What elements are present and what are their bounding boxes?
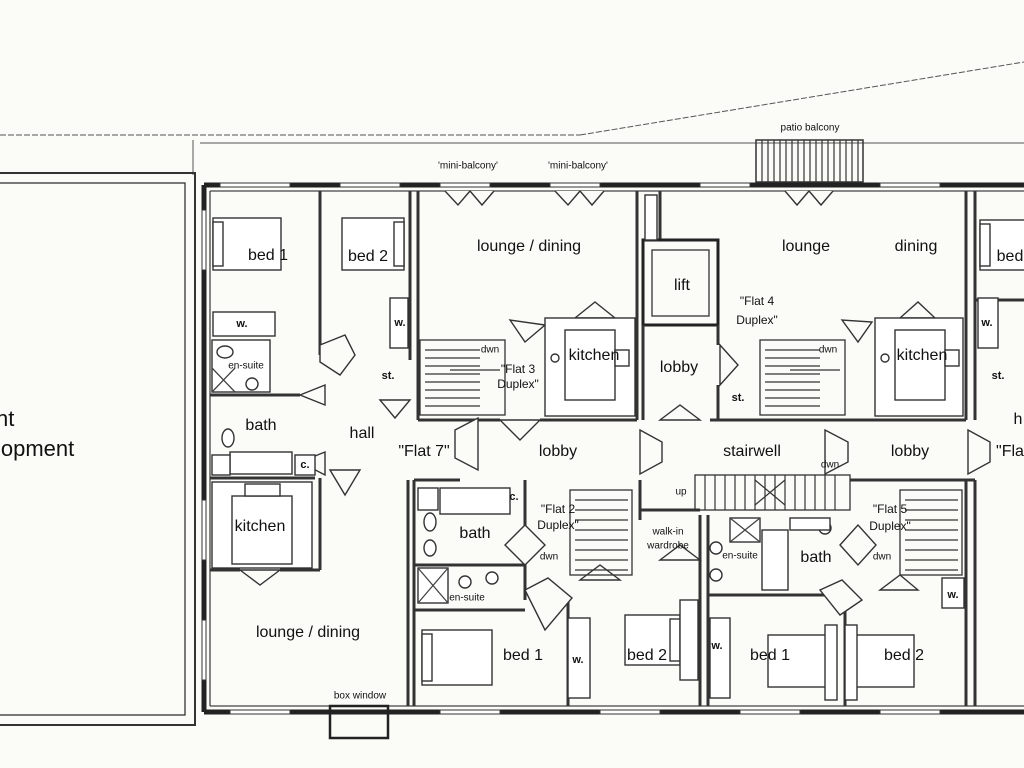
flat5-label-line2: Duplex" [869,519,911,533]
hall-label: hall [350,425,375,442]
dwn-stairwell-label: dwn [821,460,839,471]
stairs-flat4 [759,339,846,416]
kitchen-fixtures-flat3 [544,317,636,417]
wardrobe-label-flat5-a: w. [710,640,722,652]
walkin-label-line2: wardrobe [646,541,689,552]
en-suite-flat5-label: en-suite [722,551,758,562]
bath-fixtures-flat5 [761,517,832,591]
en-suite-flat2-label: en-suite [449,593,485,604]
site-boundary [0,61,1024,175]
stairwell-label: stairwell [723,443,781,460]
storage-core-label: st. [732,392,745,404]
lobby-left-label: lobby [539,443,577,460]
door-swings [237,301,991,632]
dining-flat4-label: dining [895,238,938,255]
cupboard-label-flat7: c. [300,459,309,471]
kitchen-fixtures-flat7 [211,481,313,569]
bed-right-partial [977,219,1024,349]
dwn-flat2-label: dwn [540,552,558,563]
neighbour-label-line2: lopment [0,436,74,461]
box-window-label: box window [334,691,387,702]
flat5-label-line1: "Flat 5 [873,502,908,516]
kitchen-flat7-label: kitchen [235,518,286,535]
bath-flat2-label: bath [459,525,490,542]
flat4-label-line2: Duplex" [736,313,778,327]
kitchen-flat3-label: kitchen [569,347,620,364]
dwn-flat4-label: dwn [819,345,837,356]
mini-balcony-label-1: 'mini-balcony' [438,161,498,172]
dwn-flat5-label: dwn [873,552,891,563]
bed2-flat5-label: bed 2 [884,647,924,664]
lounge-dining-flat7-label: lounge / dining [256,624,360,641]
bed1-flat5-label: bed 1 [750,647,790,664]
bed-flat7-bed1 [212,217,282,271]
lobby-right-label: lobby [891,443,929,460]
dwn-flat3-label: dwn [481,345,499,356]
en-suite-fixtures-flat5 [709,517,761,582]
flat7-label: "Flat 7" [398,443,449,460]
lounge-dining-flat3-label: lounge / dining [477,238,581,255]
bed1-flat7-label: bed 1 [248,247,288,264]
flat4-label-line1: "Flat 4 [740,294,775,308]
lift-label: lift [674,277,691,294]
bath-flat7-label: bath [245,417,276,434]
kitchen-fixtures-flat4 [874,317,964,417]
en-suite-fixtures-flat2 [417,567,499,604]
balcony-doors [444,189,834,207]
cupboard-label-flat2: c. [509,491,518,503]
bath-flat5-label: bath [800,549,831,566]
lounge-flat4-label: lounge [782,238,830,255]
bed-flat5-bed1 [767,624,838,701]
bed-right-partial-label: bed [997,248,1024,265]
lobby-core-label: lobby [660,359,698,376]
box-window [328,704,390,740]
bed2-flat7-label: bed 2 [348,248,388,265]
en-suite-fixtures-flat7 [211,339,271,393]
stairs-flat3 [419,339,506,416]
wardrobe-label-flat2-a: w. [571,654,583,666]
wardrobe-label-flat5-b: w. [946,589,958,601]
flat2-label-line2: Duplex" [537,518,579,532]
wardrobe-label-flat7-a: w. [235,318,247,330]
h-right-partial-label: h [1014,411,1023,428]
bath-fixtures-flat7 [211,428,316,476]
wardrobe-flat2 [567,599,699,699]
neighbour-label-line1: nt [0,406,14,431]
stairs-flat5 [899,489,963,576]
windows [201,182,941,715]
stairs-flat2 [569,489,633,576]
wardrobe-label-flat7-b: w. [393,317,405,329]
bed2-flat2-label: bed 2 [627,647,667,664]
bed1-flat2-label: bed 1 [503,647,543,664]
storage-flat4 [644,194,658,241]
storage-label-right: st. [992,370,1005,382]
storage-label-flat7: st. [382,370,395,382]
neighbouring-development [0,172,196,726]
flat3-label-line2: Duplex" [497,377,539,391]
flat2-label-line1: "Flat 2 [541,502,576,516]
en-suite-flat7-label: en-suite [228,361,264,372]
patio-balcony-label: patio balcony [781,123,840,134]
bed-flat2-bed1 [421,629,493,686]
flat3-label-line1: "Flat 3 [501,362,536,376]
bath-fixtures-flat2 [417,487,511,557]
bed-flat2-bed2 [624,614,681,666]
wardrobe-flat5 [709,577,965,699]
bed-flat7-bed2 [341,217,405,271]
stairs-stairwell [694,474,851,511]
up-stairwell-label: up [675,487,687,498]
flat-right-partial-label: "Fla [996,443,1024,460]
bed-flat5-bed2 [844,624,915,701]
walkin-label-line1: walk-in [651,527,683,538]
patio-balcony [755,139,864,183]
kitchen-flat4-label: kitchen [897,347,948,364]
wardrobe-flat7 [212,297,409,349]
wardrobe-label-right: w. [980,317,992,329]
mini-balcony-label-2: 'mini-balcony' [548,161,608,172]
